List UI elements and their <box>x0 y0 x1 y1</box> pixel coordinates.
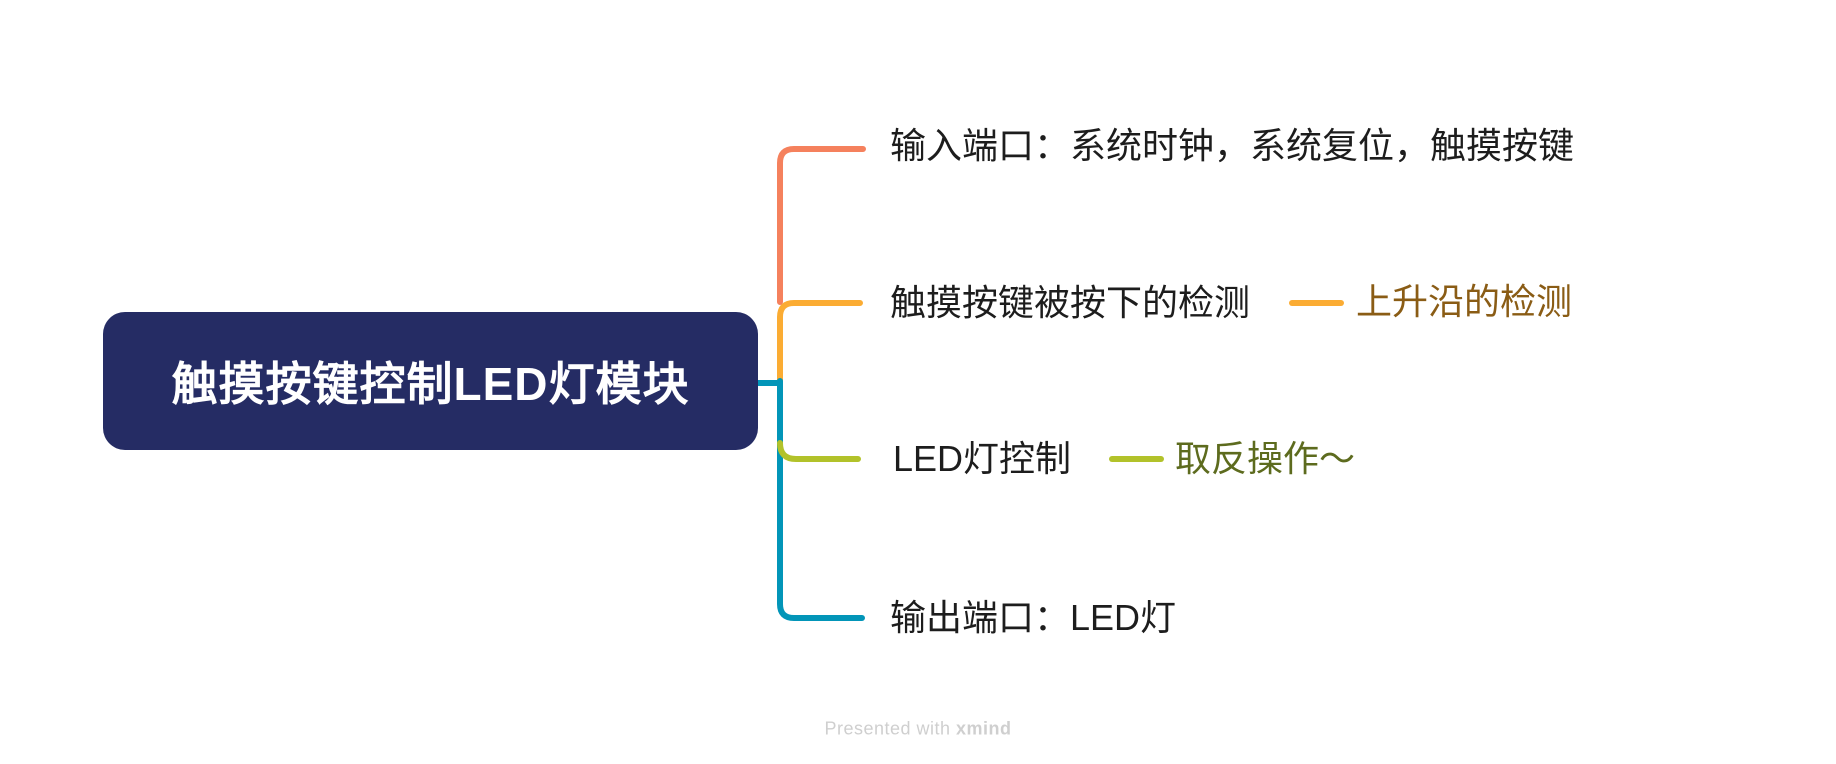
subtopic-invert-operation[interactable]: 取反操作～ <box>1175 438 1356 479</box>
subtopic-rising-edge-detect[interactable]: 上升沿的检测 <box>1356 281 1573 322</box>
topic-output-ports[interactable]: 输出端口：LED灯 <box>890 597 1177 638</box>
root-topic-label: 触摸按键控制LED灯模块 <box>171 358 690 410</box>
xmind-logo-text: xmind <box>956 718 1012 739</box>
topic-input-ports[interactable]: 输入端口：系统时钟，系统复位，触摸按键 <box>890 125 1575 166</box>
topic-led-control[interactable]: LED灯控制 <box>893 438 1072 479</box>
root-topic[interactable]: 触摸按键控制LED灯模块 <box>103 312 758 450</box>
branch3-connector <box>777 440 861 462</box>
branch4-connector <box>777 378 865 621</box>
watermark-prefix: Presented with <box>824 718 957 739</box>
branch1-connector <box>777 146 866 305</box>
topic-touch-key-detect[interactable]: 触摸按键被按下的检测 <box>890 282 1251 323</box>
watermark: Presented with xmind <box>824 719 1011 740</box>
branch2-connector <box>777 300 863 387</box>
